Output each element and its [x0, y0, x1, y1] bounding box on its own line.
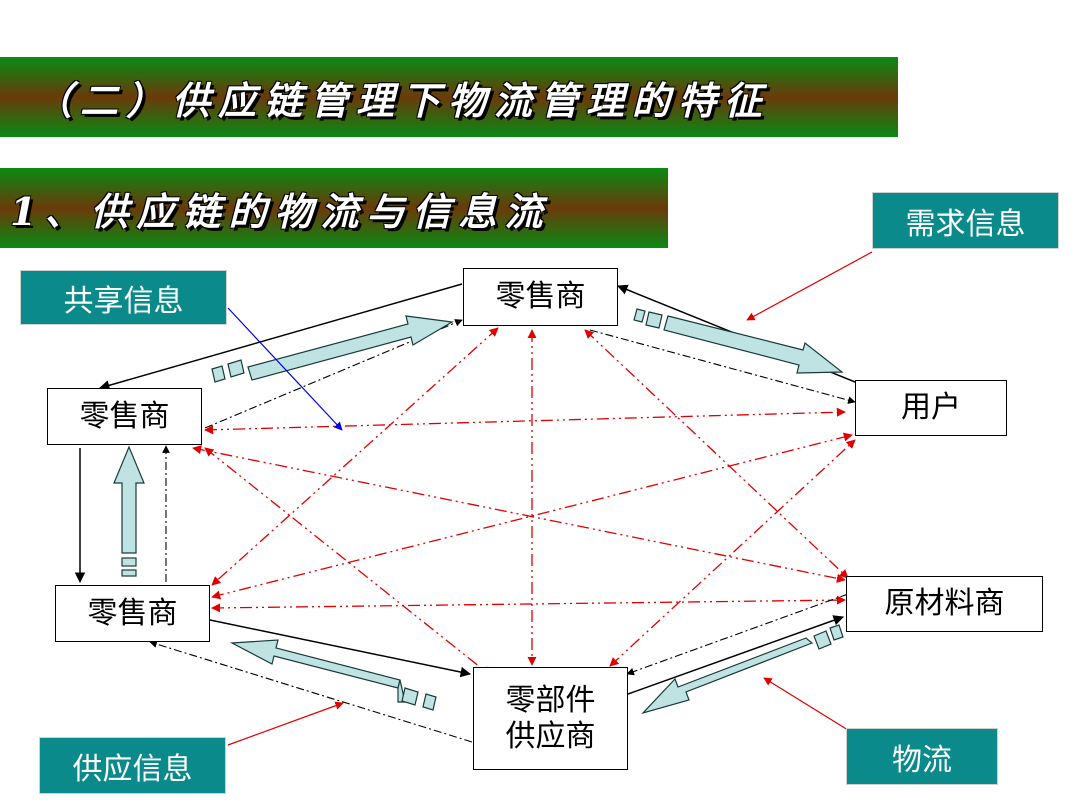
parts-supplier-label-line1: 零部件	[505, 682, 596, 718]
info-line-retailer-top-raw	[584, 329, 849, 579]
dash-line-raw-to-supplier	[626, 593, 849, 676]
information-flow-lines	[192, 327, 856, 676]
user-label: 用户	[901, 390, 961, 425]
logistics-arrows	[113, 308, 844, 715]
retailer-left-label: 零售商	[79, 398, 170, 434]
label-pointers	[227, 251, 873, 746]
retailer-bottom-node: 零售商	[55, 585, 210, 642]
logistics-tag: 物流	[846, 728, 998, 785]
subtitle-banner: 1、供应链的物流与信息流	[0, 168, 668, 248]
logistics-arrow-supplier-bottom	[229, 639, 437, 711]
logistics-arrow-left-top	[211, 315, 454, 383]
subtitle: 1、供应链的物流与信息流	[10, 188, 551, 234]
retailer-left-node: 零售商	[47, 388, 202, 445]
supply-info-pointer	[227, 701, 344, 746]
retailer-top-label: 零售商	[495, 279, 586, 314]
user-node: 用户	[855, 380, 1007, 436]
supply-info-label: 供应信息	[72, 751, 193, 787]
demand-info-label: 需求信息	[905, 206, 1026, 242]
info-line-retailer-left-raw	[192, 445, 846, 583]
flow-line-bottom-to-supplier	[209, 619, 472, 678]
logistics-label: 物流	[892, 742, 952, 778]
dash-line-top-to-user	[589, 329, 856, 404]
info-line-retailer-top-bottom	[211, 327, 499, 586]
info-line-retailer-left-supplier	[204, 447, 491, 676]
retailer-bottom-label: 零售商	[87, 595, 178, 631]
demand-info-tag: 需求信息	[872, 192, 1059, 249]
dash-line-left-to-top	[204, 319, 463, 429]
main-title: （二）供应链管理下物流管理的特征	[34, 77, 771, 123]
flow-line-supplier-to-raw	[627, 615, 844, 695]
dashdot-lines	[149, 319, 856, 743]
raw-material-node: 原材料商	[846, 576, 1043, 632]
logistics-pointer	[763, 677, 849, 731]
info-line-retailer-left-user	[204, 407, 846, 435]
main-title-banner: （二）供应链管理下物流管理的特征	[0, 57, 898, 137]
logistics-arrow-top-user	[633, 308, 844, 374]
raw-material-label: 原材料商	[884, 586, 1005, 621]
parts-supplier-label-line2: 供应商	[505, 718, 596, 754]
parts-supplier-node: 零部件 供应商	[473, 667, 628, 770]
shared-info-tag: 共享信息	[20, 270, 227, 325]
retailer-top-node: 零售商	[463, 268, 618, 326]
info-line-user-supplier	[609, 439, 856, 667]
demand-info-pointer	[746, 251, 873, 321]
logistics-arrow-bottom-left	[113, 445, 145, 577]
info-line-retailer-bottom-raw	[211, 595, 846, 613]
shared-info-pointer	[227, 307, 343, 431]
logistics-arrow-raw-supplier	[641, 624, 844, 715]
shared-info-label: 共享信息	[63, 283, 184, 319]
supply-info-tag: 供应信息	[39, 737, 226, 794]
flow-line-top-to-left	[98, 283, 463, 391]
